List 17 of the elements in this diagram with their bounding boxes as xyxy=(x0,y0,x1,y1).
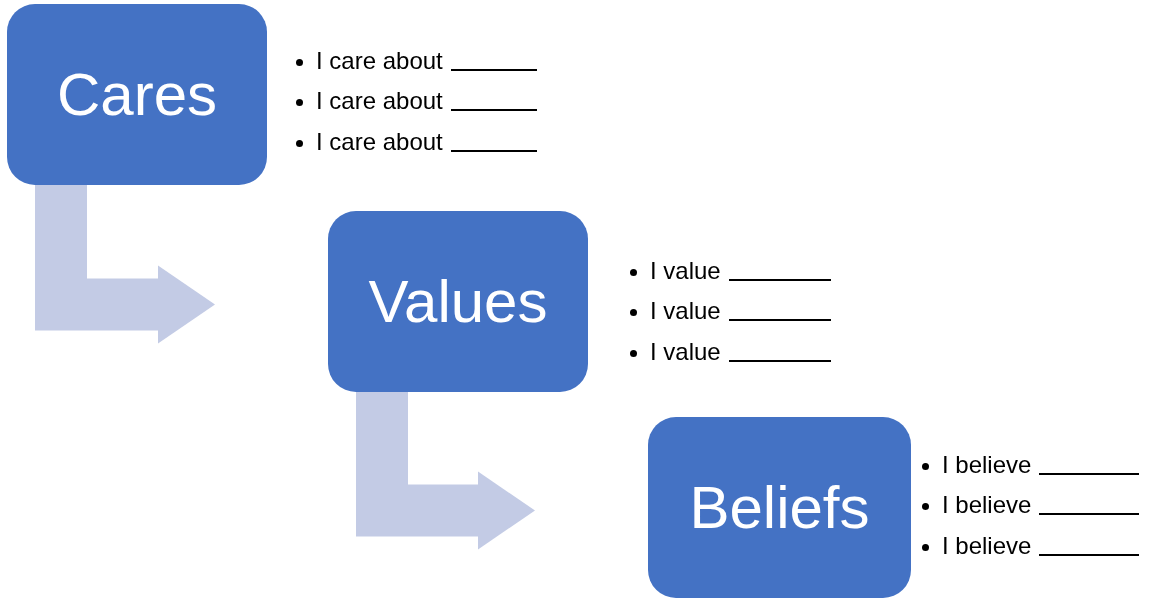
bent-arrow xyxy=(356,392,535,550)
list-item-text: I believe xyxy=(942,450,1032,479)
list-item-text: I value xyxy=(650,256,721,285)
list-item-text: I care about xyxy=(316,46,443,75)
list-item-text: I care about xyxy=(316,87,443,115)
bent-arrow xyxy=(35,185,215,344)
list-item-text: I value xyxy=(650,297,721,325)
list-item-text: I believe xyxy=(942,531,1032,560)
rounded-box xyxy=(7,4,267,185)
box-title: Beliefs xyxy=(689,473,870,542)
list-item-text: I believe xyxy=(942,491,1032,519)
list-item-text: I value xyxy=(650,337,721,366)
rounded-box xyxy=(648,417,911,598)
box-title: Cares xyxy=(56,60,218,129)
box-title: Values xyxy=(368,267,548,336)
list-item-text: I care about xyxy=(316,127,443,156)
rounded-box xyxy=(328,211,588,392)
